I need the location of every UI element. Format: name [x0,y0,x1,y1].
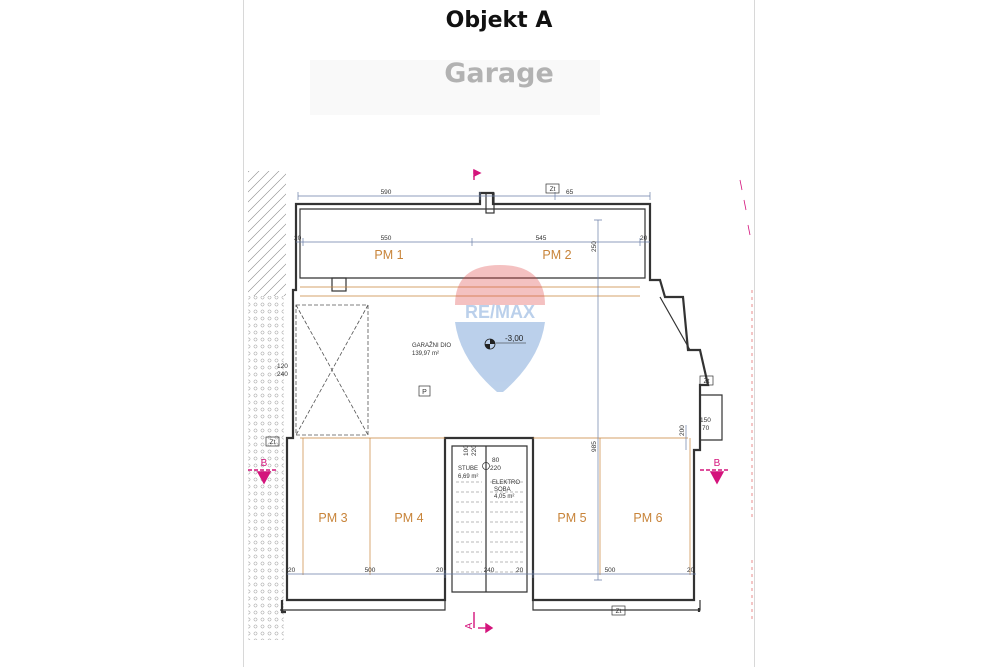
room-pm5: PM 5 [557,511,586,525]
dim-door-2: 220 [490,465,501,472]
dim-top-left: 590 [381,189,392,196]
stair-treads [456,481,524,573]
dim-bottom-mid: 240 [484,567,495,574]
section-b-right: B [714,458,721,469]
dim-opening-1: 120 [277,363,288,370]
zt-left: Zt [270,439,276,446]
room-pm6: PM 6 [633,511,662,525]
dim-bottom-left: 500 [365,567,376,574]
dim-edge-left: 20 [294,235,302,242]
garage-area: 139,97 m² [412,351,439,357]
page-title: Objekt A [445,8,553,33]
dim-stair-2: 220 [471,445,478,456]
dim-vertical-right: 200 [679,425,686,436]
exterior-walls [280,191,710,614]
room-pm2: PM 2 [542,248,571,262]
stair-marker [482,462,490,470]
parking-sign [418,385,431,397]
elektro-area: 4,05 m² [494,494,514,500]
elektro-sub: SOBA [494,487,511,493]
remax-brand: RE/MAX [465,302,535,322]
dim-edge-bm1: 20 [436,567,444,574]
dim-top-right: 65 [566,189,574,196]
room-pm3: PM 3 [318,511,347,525]
dim-pm1-width: 550 [381,235,392,242]
dim-door-1: 80 [492,457,500,464]
parking-sign-letter: P [422,389,427,396]
dim-bottom-right: 500 [605,567,616,574]
zt-right: Zt [704,378,710,385]
stair-label: STUBE [458,466,478,472]
title-band [310,60,600,115]
dim-pm2-width: 545 [536,235,547,242]
dim-window-2: 70 [702,425,710,432]
remax-watermark: RE/MAX [455,265,545,392]
level-marker: -3,00 [484,334,526,350]
interior-walls [280,192,723,611]
terrain-hatch [248,171,286,296]
parking-lines [300,286,691,575]
dim-edge-right: 20 [640,235,648,242]
section-markers [248,168,751,634]
section-a-label: A [464,622,475,629]
dim-opening-2: 240 [277,371,288,378]
dim-vertical-top: 250 [591,241,598,252]
dim-edge-bl: 20 [288,567,296,574]
ramp-opening [295,304,369,436]
dimension-lines [287,192,696,581]
elektro-label: ELEKTRO [492,480,520,486]
dim-edge-br: 20 [687,567,695,574]
zt-markers [265,183,714,616]
level-value: -3,00 [505,334,524,343]
dim-window-1: 150 [700,417,711,424]
dim-vertical-main: 985 [591,441,598,452]
terrain-gravel [248,296,284,640]
zt-bottom: Zt [616,608,622,615]
stair-area: 6,69 m² [458,474,478,480]
room-pm4: PM 4 [394,511,423,525]
dim-edge-bm2: 20 [516,567,524,574]
room-pm1: PM 1 [374,248,403,262]
zt-top: Zt [550,186,556,193]
dim-stair-1: 100 [463,445,470,456]
garage-label: GARAŽNI DIO [412,341,451,349]
section-b-left: B [261,458,268,469]
